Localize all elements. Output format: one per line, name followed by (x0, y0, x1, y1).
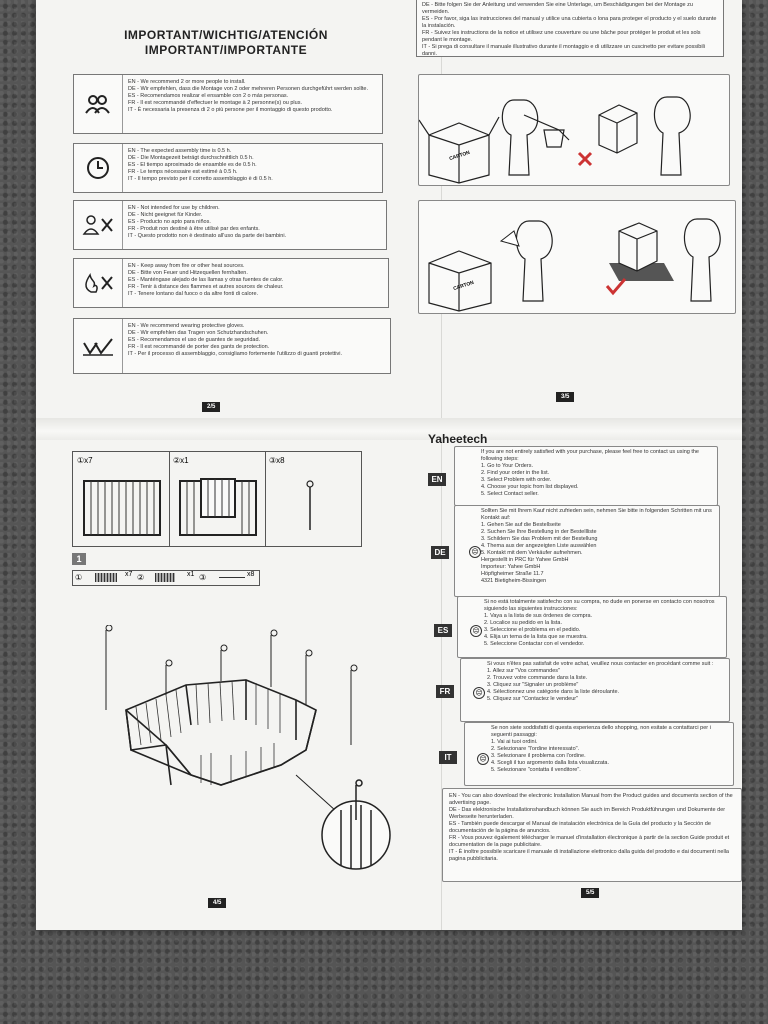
contact-text-fr: Si vous n'êtes pas satisfait de votre ac… (487, 661, 714, 702)
parts-list-table: ①x7 ②x1 ③x8 (72, 451, 362, 547)
sad-face-icon: ☹ (473, 687, 485, 699)
brand-logo: Yaheetech (428, 432, 488, 446)
horizontal-fold (36, 418, 742, 440)
contact-box-en: If you are not entirely satisfied with y… (454, 446, 718, 506)
playpen-assembly-drawing (105, 625, 391, 870)
instruction-sheet: IMPORTANT/WICHTIG/ATENCIÓN IMPORTANT/IMP… (36, 0, 742, 930)
sad-face-icon: ☹ (477, 753, 489, 765)
page-number-3: 3/5 (556, 392, 575, 402)
warning-text-fire: EN - Keep away from fire or other heat s… (128, 263, 284, 297)
page3-notice: DE - Bitte folgen Sie der Anleitung und … (416, 0, 724, 57)
part-2-quantity: x1 (180, 456, 189, 465)
warning-row-people: EN - We recommend 2 or more people to in… (73, 74, 383, 134)
gloves-icon (74, 319, 123, 373)
page3-notice-text: DE - Bitte folgen Sie der Anleitung und … (422, 2, 717, 57)
strip-part-2-quantity: x1 (187, 571, 195, 578)
clock-icon (74, 144, 123, 192)
door-panel-drawing (179, 478, 257, 536)
important-title: IMPORTANT/WICHTIG/ATENCIÓN (124, 28, 328, 42)
part-1-cell: ①x7 (73, 452, 170, 546)
sad-face-icon: ☹ (469, 546, 481, 558)
wrong-unboxing-drawing (418, 96, 691, 184)
vertical-fold (441, 0, 442, 930)
contact-text-it: Se non siete soddisfatti di questa esper… (491, 725, 711, 773)
strip-part-1-quantity: x7 (125, 571, 133, 578)
strip-part-3-number: ③ (199, 573, 207, 582)
no-children-icon (74, 201, 123, 249)
contact-box-fr: ☹ Si vous n'êtes pas satisfait de votre … (460, 658, 730, 722)
warning-text-gloves: EN - We recommend wearing protective glo… (128, 323, 343, 357)
part-1-quantity: x7 (84, 456, 93, 465)
part-3-cell: ③x8 (265, 452, 361, 546)
warning-text-people: EN - We recommend 2 or more people to in… (128, 79, 368, 113)
warning-row-children: EN - Not intended for use by children. D… (73, 200, 387, 250)
lang-it-badge: IT (439, 751, 457, 764)
step-number: 1 (72, 553, 86, 565)
warning-row-time: EN - The expected assembly time is 0.5 h… (73, 143, 383, 193)
right-unboxing-drawing (428, 218, 721, 312)
lang-fr-badge: FR (436, 685, 454, 698)
step-parts-strip: ① x7 ② x1 ③ x8 (72, 570, 260, 586)
contact-text-de: Sollten Sie mit Ihrem Kauf nicht zufried… (481, 508, 712, 584)
page-number-2: 2/5 (202, 402, 221, 412)
contact-text-es: Si no está totalmente satisfecho con su … (484, 599, 715, 647)
fence-panel-drawing (83, 480, 161, 536)
lang-en-badge: EN (428, 473, 446, 486)
people-icon (74, 75, 123, 133)
lang-de-badge: DE (431, 546, 449, 559)
warning-row-fire: EN - Keep away from fire or other heat s… (73, 258, 389, 308)
contact-box-it: ☹ Se non siete soddisfatti di questa esp… (464, 722, 734, 786)
illustration-wrong-way: CARTON (418, 74, 730, 186)
strip-stake-icon (219, 577, 245, 578)
strip-part-1-number: ① (75, 573, 83, 582)
part-1-number: ① (77, 456, 85, 465)
stake-drawing (306, 480, 314, 530)
no-fire-icon (74, 259, 123, 307)
part-2-number: ② (173, 456, 181, 465)
warning-text-children: EN - Not intended for use by children. D… (128, 205, 287, 239)
part-3-number: ③ (269, 456, 277, 465)
strip-part-3-quantity: x8 (247, 571, 255, 578)
part-3-quantity: x8 (276, 456, 285, 465)
download-manual-text: EN - You can also download the electroni… (449, 793, 733, 862)
strip-part-2-number: ② (137, 573, 145, 582)
warning-text-time: EN - The expected assembly time is 0.5 h… (128, 148, 273, 182)
sad-face-icon: ☹ (470, 625, 482, 637)
strip-fence-icon (95, 573, 117, 582)
illustration-right-way: CARTON (418, 200, 736, 314)
lang-es-badge: ES (434, 624, 452, 637)
contact-box-de: ☹ Sollten Sie mit Ihrem Kauf nicht zufri… (454, 505, 720, 597)
warning-row-gloves: EN - We recommend wearing protective glo… (73, 318, 391, 374)
strip-door-icon (155, 573, 175, 582)
contact-text-en: If you are not entirely satisfied with y… (481, 449, 699, 497)
page-number-4: 4/5 (208, 898, 227, 908)
important-subtitle: IMPORTANT/IMPORTANTE (144, 43, 308, 57)
contact-box-es: ☹ Si no está totalmente satisfecho con s… (457, 596, 727, 658)
page-number-5: 5/5 (581, 888, 600, 898)
part-2-cell: ②x1 (169, 452, 266, 546)
download-manual-box: EN - You can also download the electroni… (442, 788, 742, 882)
